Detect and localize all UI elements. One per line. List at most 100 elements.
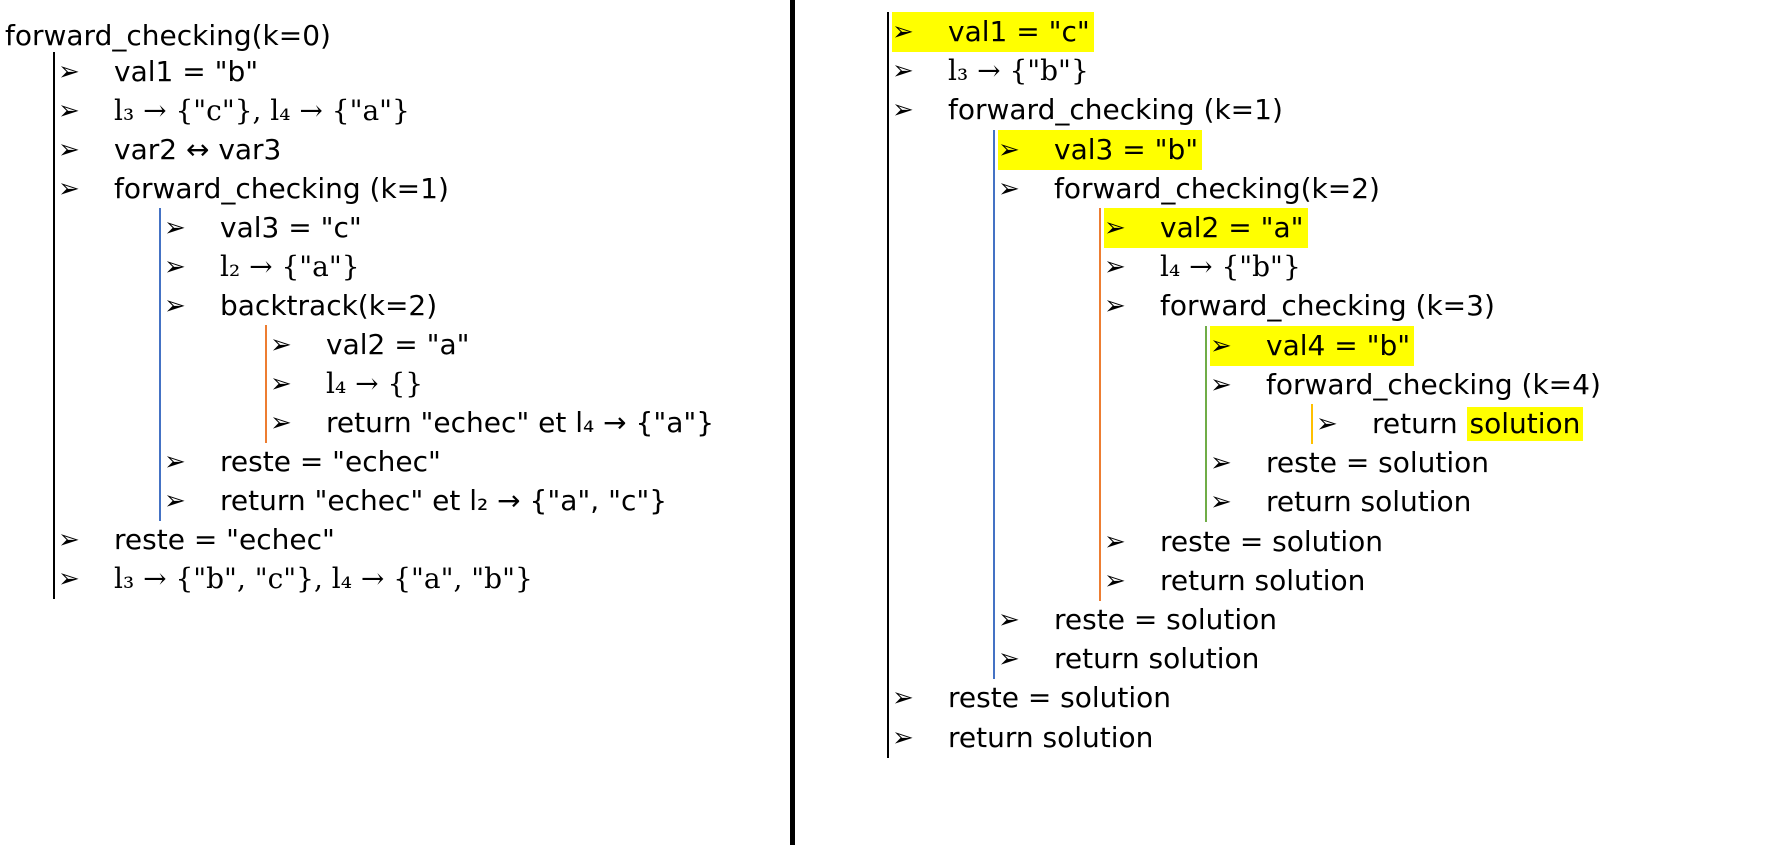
trace-line: ➢ l₄ → {} — [270, 367, 423, 401]
trace-line-text: return "echec" et l₄ → {"a"} — [326, 406, 715, 439]
trace-line: ➢ reste = solution — [1104, 525, 1383, 559]
root-call: forward_checking(k=0) — [5, 19, 331, 52]
trace-line: ➢ val3 = "b" — [998, 129, 1203, 170]
bullet-arrow-icon: ➢ — [998, 605, 1020, 635]
bullet-arrow-icon: ➢ — [58, 96, 80, 126]
bullet-arrow-icon: ➢ — [164, 291, 186, 321]
trace-line-text: l₃ → {"c"}, l₄ → {"a"} — [114, 94, 410, 127]
bullet-arrow-icon: ➢ — [58, 174, 80, 204]
trace-line: ➢ backtrack(k=2) — [164, 289, 437, 323]
bullet-arrow-icon: ➢ — [270, 408, 292, 438]
bullet-arrow-icon: ➢ — [998, 644, 1020, 675]
bullet-arrow-icon: ➢ — [58, 135, 80, 165]
trace-line-text: forward_checking (k=4) — [1266, 367, 1601, 401]
trace-line: ➢ l₂ → {"a"} — [164, 250, 360, 284]
trace-line: ➢ val4 = "b" — [1210, 325, 1415, 366]
trace-line-text: val1 = "c" — [948, 15, 1090, 48]
bullet-arrow-icon: ➢ — [58, 57, 80, 87]
trace-line-text: reste = solution — [1266, 446, 1490, 480]
bullet-arrow-icon: ➢ — [998, 173, 1020, 204]
bullet-arrow-icon: ➢ — [892, 95, 914, 126]
bullet-arrow-icon: ➢ — [164, 447, 186, 477]
bullet-arrow-icon: ➢ — [1210, 487, 1232, 518]
right-trace-panel: ➢ val1 = "c" ➢ l₃ → {"b"} ➢ forward_checking … — [795, 0, 1780, 845]
trace-line: ➢ val2 = "a" — [270, 328, 470, 362]
trace-line: ➢ return solution — [1104, 564, 1365, 598]
trace-line-text: l₄ → {} — [326, 367, 424, 400]
trace-line-text: backtrack(k=2) — [220, 289, 438, 322]
bullet-arrow-icon: ➢ — [892, 56, 914, 87]
bullet-arrow-icon: ➢ — [270, 330, 292, 360]
bullet-arrow-icon: ➢ — [164, 252, 186, 282]
nesting-bar — [159, 208, 161, 521]
bullet-arrow-icon: ➢ — [1104, 252, 1126, 283]
trace-line-text: forward_checking(k=2) — [1054, 171, 1380, 205]
trace-line: ➢ val1 = "c" — [892, 12, 1094, 52]
nesting-bar — [1311, 404, 1313, 444]
bullet-arrow-icon: ➢ — [1104, 565, 1126, 596]
bullet-arrow-icon: ➢ — [998, 134, 1020, 165]
bullet-arrow-icon: ➢ — [1104, 526, 1126, 557]
trace-line-text: return solution — [948, 720, 1154, 754]
trace-line-text: val2 = "a" — [326, 328, 470, 361]
trace-line: ➢ reste = "echec" — [164, 445, 441, 479]
trace-line: ➢ l₃ → {"b"} — [892, 54, 1089, 88]
nesting-bar — [887, 12, 889, 758]
nesting-bar — [265, 325, 267, 443]
bullet-arrow-icon: ➢ — [1316, 409, 1338, 439]
trace-line-text: val1 = "b" — [114, 55, 259, 88]
trace-line-text: forward_checking (k=1) — [114, 172, 449, 205]
bullet-arrow-icon: ➢ — [1210, 448, 1232, 479]
trace-line-text: reste = solution — [948, 681, 1172, 715]
bullet-arrow-icon: ➢ — [58, 525, 80, 555]
left-trace-panel: forward_checking(k=0) ➢val1 = "b"➢l₃ → {… — [0, 0, 790, 845]
trace-line-text: var2 ↔ var3 — [114, 133, 282, 166]
trace-line-text: return solution — [1266, 485, 1472, 519]
trace-line-text: reste = solution — [1160, 524, 1384, 558]
trace-line-text: return solution — [1160, 563, 1366, 597]
bullet-arrow-icon: ➢ — [164, 213, 186, 243]
trace-line: ➢ return solution — [1210, 485, 1471, 519]
trace-line-text: forward_checking (k=1) — [948, 93, 1283, 127]
bullet-arrow-icon: ➢ — [892, 683, 914, 714]
trace-line-text: return solution — [1054, 642, 1260, 676]
nesting-bar — [1205, 325, 1207, 523]
bullet-arrow-icon: ➢ — [58, 564, 80, 594]
nesting-bar — [1099, 208, 1101, 601]
trace-line: ➢ return "echec" et l₄ → {"a"} — [270, 406, 714, 440]
trace-line: ➢ return solution — [1316, 407, 1584, 441]
bullet-arrow-icon: ➢ — [1104, 291, 1126, 322]
panel-divider — [790, 0, 795, 845]
trace-line: ➢ var2 ↔ var3 — [58, 133, 281, 167]
trace-line-text: return — [1372, 407, 1458, 440]
trace-line: ➢l₃ → {"b", "c"}, l₄ → {"a", "b"} — [58, 562, 533, 596]
trace-line: ➢ forward_checking(k=2) — [998, 172, 1380, 206]
trace-line: ➢ forward_checking (k=1) — [892, 93, 1283, 127]
bullet-arrow-icon: ➢ — [1210, 369, 1232, 400]
bullet-arrow-icon: ➢ — [1210, 330, 1232, 361]
trace-line-text: val3 = "c" — [220, 211, 362, 244]
trace-line: ➢ reste = solution — [998, 603, 1277, 637]
trace-line-text: l₃ → {"b"} — [948, 54, 1089, 88]
trace-line: ➢ forward_checking (k=3) — [1104, 289, 1495, 323]
trace-line-text: val4 = "b" — [1266, 328, 1411, 362]
trace-line: ➢ l₄ → {"b"} — [1104, 250, 1301, 284]
trace-line-text: forward_checking (k=3) — [1160, 289, 1495, 323]
bullet-arrow-icon: ➢ — [164, 486, 186, 516]
trace-line-text: reste = "echec" — [114, 523, 335, 556]
bullet-arrow-icon: ➢ — [892, 722, 914, 753]
bullet-arrow-icon: ➢ — [1104, 213, 1126, 243]
nesting-bar — [993, 129, 995, 680]
trace-line-suffix: solution — [1466, 407, 1584, 441]
trace-line-text: reste = "echec" — [220, 445, 441, 478]
trace-line-text: l₂ → {"a"} — [220, 250, 360, 283]
trace-line: ➢ return solution — [892, 721, 1153, 755]
trace-line-text: reste = solution — [1054, 603, 1278, 636]
bullet-arrow-icon: ➢ — [892, 17, 914, 47]
bullet-arrow-icon: ➢ — [270, 369, 292, 399]
trace-line-text: val2 = "a" — [1160, 211, 1304, 244]
trace-line-text: l₄ → {"b"} — [1160, 250, 1301, 284]
trace-line-text: val3 = "b" — [1054, 132, 1199, 166]
nesting-bar — [53, 52, 55, 599]
trace-line: ➢ reste = "echec" — [58, 523, 335, 557]
